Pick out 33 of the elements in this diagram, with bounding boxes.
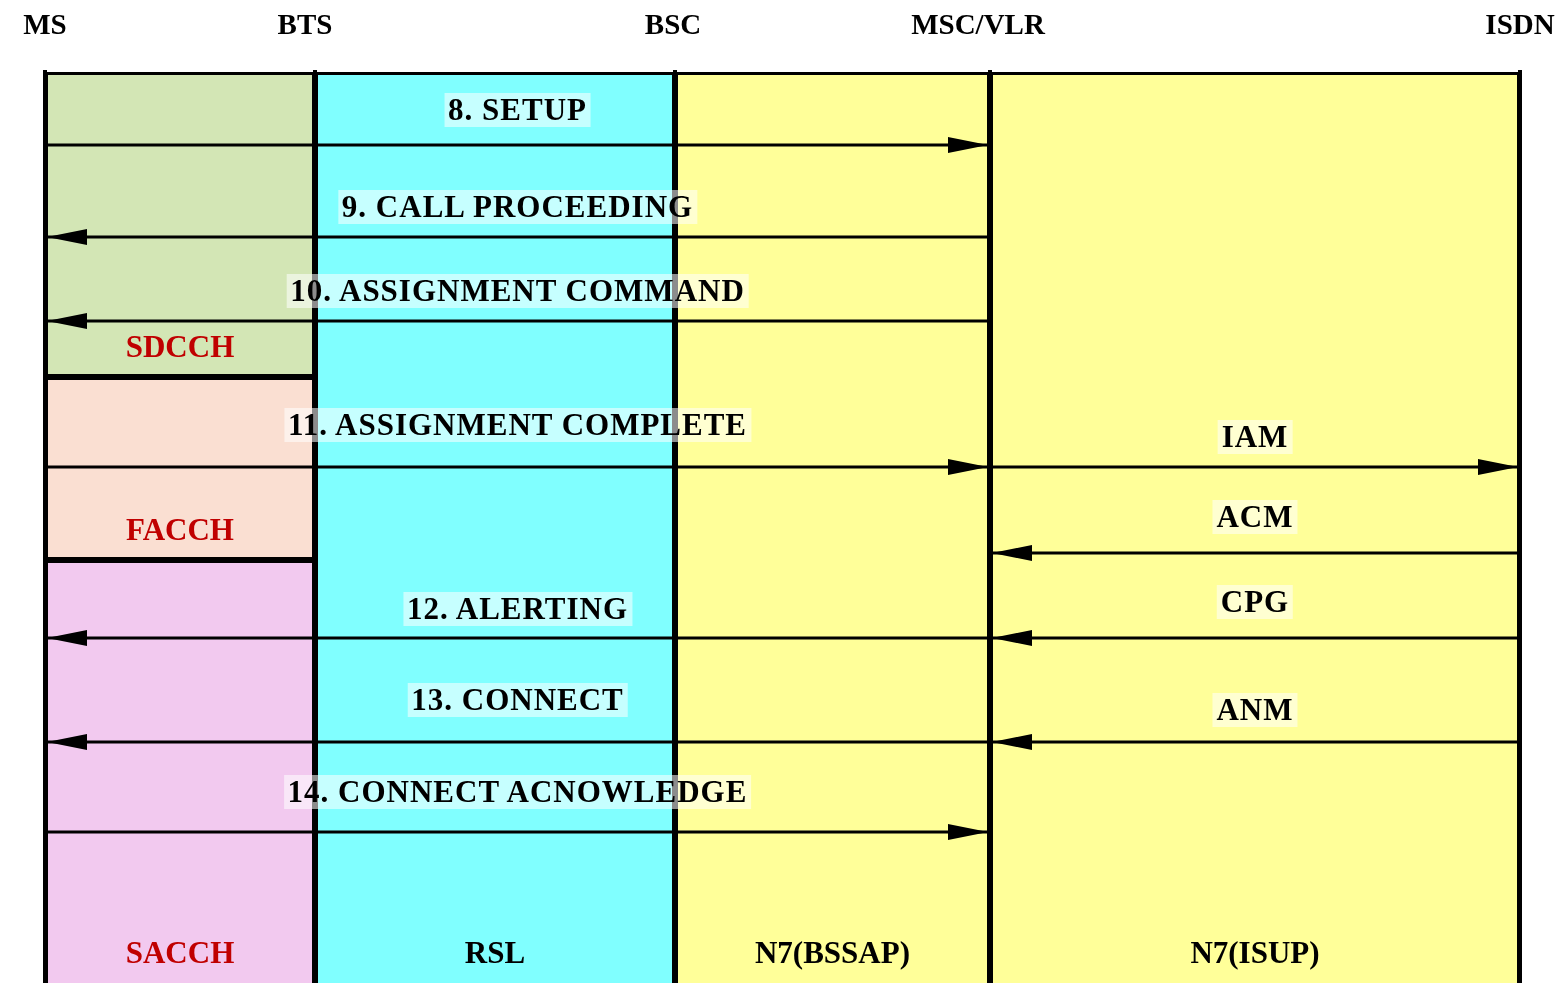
lifeline-header: MSC/VLR	[911, 8, 1045, 41]
lane-label: N7(ISUP)	[993, 935, 1517, 971]
message-arrow	[47, 137, 988, 153]
message-arrow	[47, 459, 988, 475]
message-label: 10. ASSIGNMENT COMMAND	[286, 274, 749, 308]
message-arrow	[47, 734, 988, 750]
lifeline-header: MS	[23, 8, 67, 41]
message-arrow	[47, 313, 988, 329]
message-label: 12. ALERTING	[402, 592, 633, 626]
lane-label: N7(BSSAP)	[678, 935, 987, 971]
message-label: 9. CALL PROCEEDING	[337, 190, 698, 224]
message-arrow	[47, 630, 988, 646]
message-label: ANM	[1212, 693, 1298, 727]
lifeline-header: ISDN	[1485, 8, 1555, 41]
lifeline-header: BTS	[277, 8, 333, 41]
message-arrow	[992, 734, 1518, 750]
message-label: 8. SETUP	[444, 93, 591, 127]
message-arrow	[992, 630, 1518, 646]
lane-label: RSL	[318, 935, 672, 971]
message-arrow	[47, 229, 988, 245]
message-label: 13. CONNECT	[407, 683, 628, 717]
message-arrow	[47, 824, 988, 840]
message-label: IAM	[1217, 420, 1293, 454]
message-label: ACM	[1212, 500, 1298, 534]
message-label: 11. ASSIGNMENT COMPLETE	[283, 408, 752, 442]
lane-label: FACCH	[48, 512, 312, 548]
lifeline-header: BSC	[644, 8, 702, 41]
message-label: 14. CONNECT ACNOWLEDGE	[283, 775, 752, 809]
message-label: CPG	[1216, 585, 1294, 619]
lane-label: SACCH	[48, 935, 312, 971]
lane-label: SDCCH	[48, 329, 312, 365]
message-arrow	[992, 545, 1518, 561]
message-arrow	[992, 459, 1518, 475]
